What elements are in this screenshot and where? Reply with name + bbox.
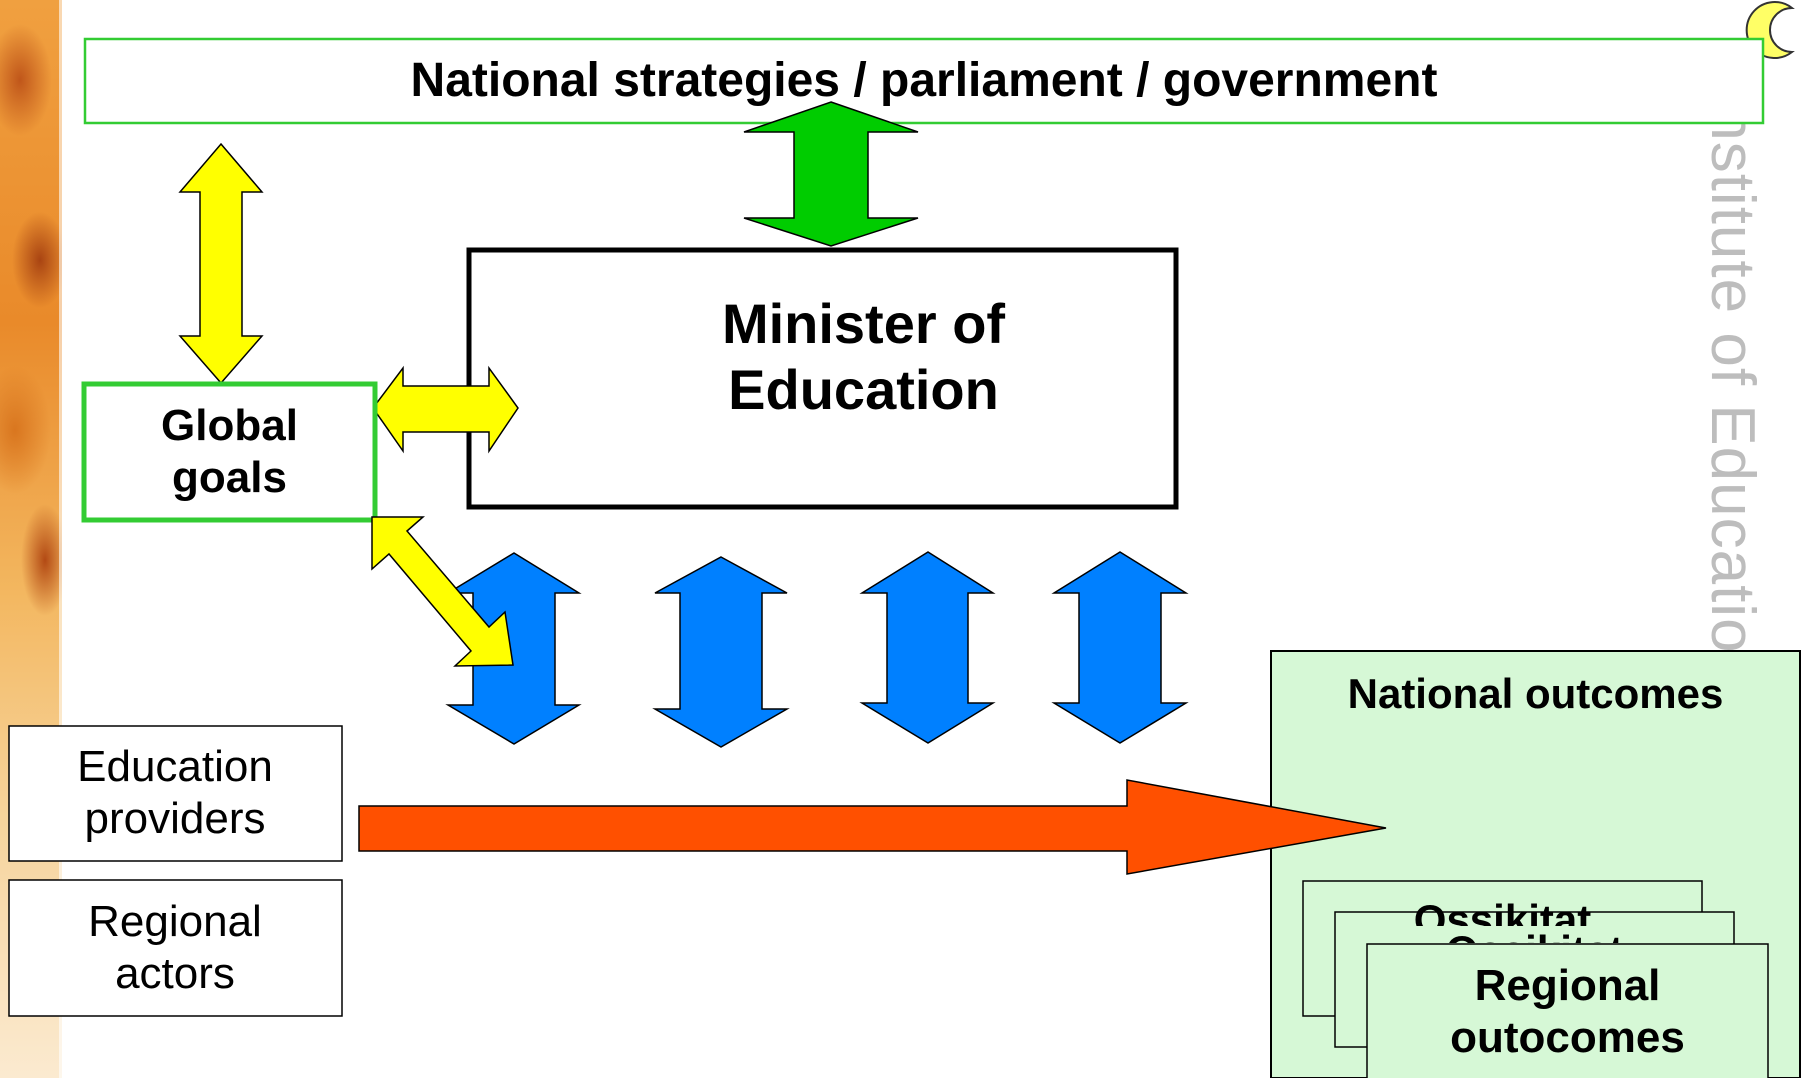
regional-outcomes-middle-label: Ossikitat bbox=[1336, 927, 1733, 943]
blue-double-arrow-2 bbox=[652, 556, 790, 748]
regional-outcomes-middle-clip: Ossikitat bbox=[1336, 913, 1733, 943]
regional-outcomes-back-clip: Ossikitat bbox=[1304, 882, 1701, 926]
global-goals-label: Global goals bbox=[161, 401, 298, 502]
blue-double-arrow-4 bbox=[1051, 551, 1189, 744]
regional-outcomes-box bbox=[1366, 943, 1769, 1078]
yellow-vertical-arrow bbox=[178, 142, 264, 385]
minister-box bbox=[466, 247, 1179, 510]
orange-right-arrow bbox=[358, 779, 1387, 875]
regional-actors-label: Regional actors bbox=[88, 897, 262, 998]
education-providers-box bbox=[8, 725, 343, 862]
yellow-diagonal-arrow bbox=[371, 516, 514, 667]
minister-label: Minister of Education bbox=[721, 291, 1006, 421]
green-double-arrow bbox=[743, 101, 919, 247]
regional-outcomes-back-label: Ossikitat bbox=[1413, 896, 1592, 926]
education-providers-label: Education providers bbox=[77, 742, 273, 843]
blue-double-arrow-1 bbox=[445, 552, 582, 745]
regional-actors-box bbox=[8, 879, 343, 1017]
national-strategies-label: National strategies / parliament / gover… bbox=[410, 53, 1438, 107]
national-outcomes-label: National outcomes bbox=[1347, 670, 1724, 718]
blue-double-arrow-3 bbox=[859, 551, 996, 744]
global-goals-box bbox=[81, 381, 378, 523]
regional-outcomes-label: Regional outocomes bbox=[1450, 961, 1685, 1062]
national-strategies-box bbox=[83, 37, 1765, 125]
yellow-horizontal-arrow bbox=[372, 365, 519, 454]
